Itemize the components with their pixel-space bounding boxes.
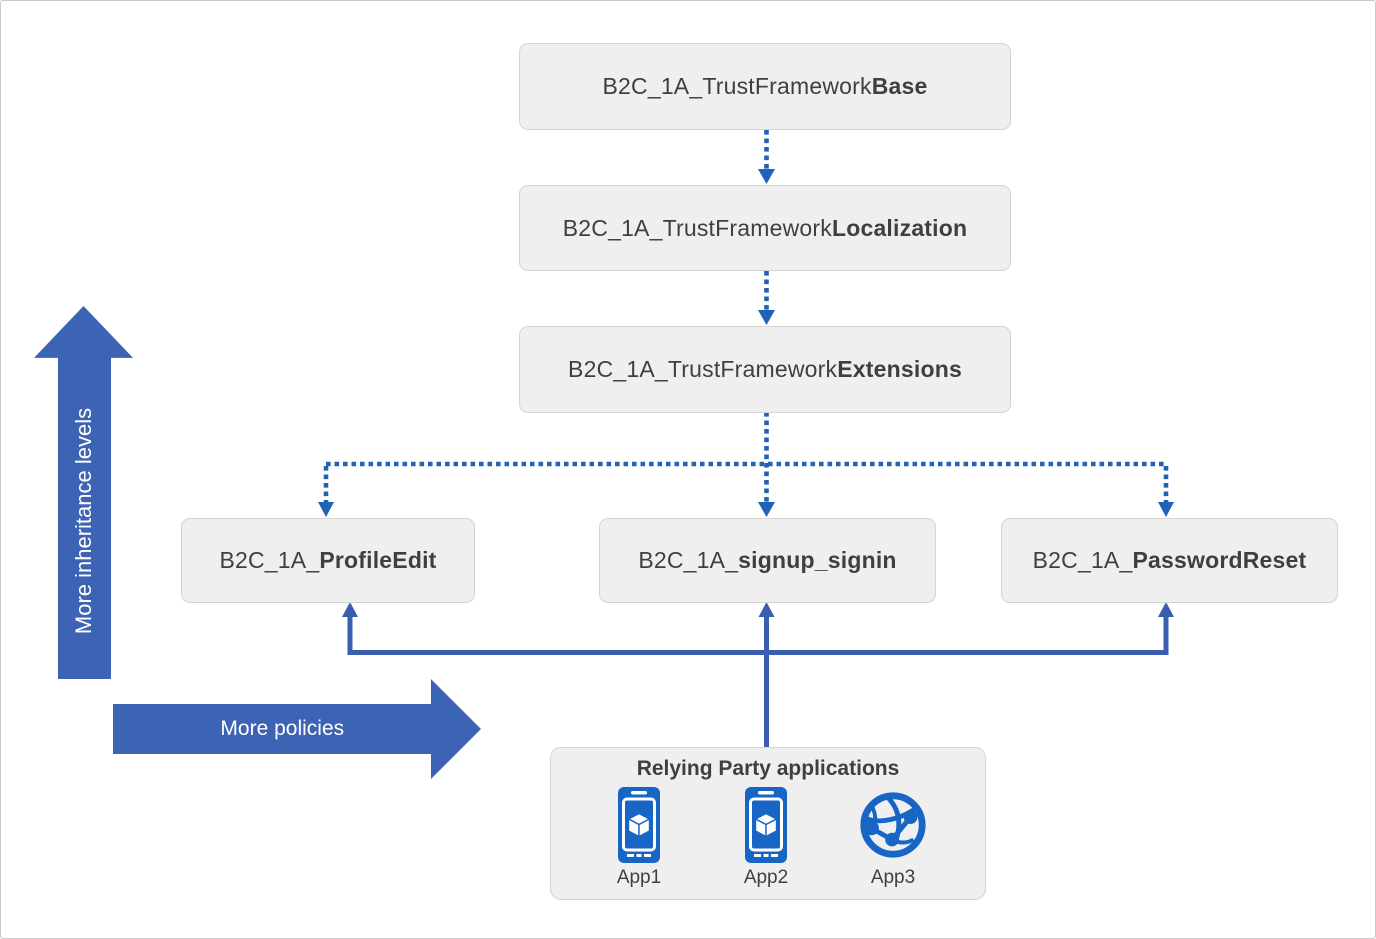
solid-arrowhead-profileedit — [342, 602, 358, 617]
policy-name-prefix: B2C_1A_TrustFramework — [562, 214, 832, 241]
mobile-app-icon — [743, 785, 789, 865]
policy-box-passwordreset: B2C_1A_PasswordReset — [1001, 518, 1338, 603]
dotted-arrowhead-localization — [758, 169, 775, 184]
dotted-arrowhead-passwordreset — [1158, 502, 1174, 517]
policy-name-suffix: Base — [871, 73, 928, 99]
policy-box-profileedit: B2C_1A_ProfileEdit — [181, 518, 475, 603]
relying-party-box: Relying Party applications — [550, 747, 986, 900]
app-item: App2 — [722, 785, 810, 889]
app-label: App3 — [870, 867, 916, 888]
web-app-globe-icon — [857, 785, 929, 865]
dotted-arrowhead-signup — [758, 502, 775, 517]
dotted-arrowhead-profileedit — [318, 502, 334, 517]
more-policies-label: More policies — [220, 717, 345, 740]
more-inheritance-levels-arrow: More inheritance levels — [34, 306, 133, 679]
policy-name-prefix: B2C_1A_ — [219, 547, 320, 573]
policy-name-suffix: ProfileEdit — [319, 547, 437, 573]
relying-party-title: Relying Party applications — [636, 757, 900, 780]
app-label: App1 — [616, 867, 662, 888]
policy-name-suffix: Extensions — [837, 356, 962, 382]
policy-name-prefix: B2C_1A_ — [1032, 547, 1133, 573]
relying-party-apps-row: App1 App2 — [551, 781, 985, 889]
solid-arrowhead-passwordreset — [1158, 602, 1174, 617]
solid-arrowhead-signup — [758, 602, 775, 617]
app-item: App3 — [849, 785, 937, 889]
policy-name-suffix: Localization — [831, 214, 968, 241]
mobile-app-icon — [616, 785, 662, 865]
policy-name-prefix: B2C_1A_TrustFramework — [568, 356, 838, 382]
app-item: App1 — [595, 785, 683, 889]
dotted-arrowhead-extensions — [758, 310, 775, 325]
policy-name-suffix: signup_signin — [738, 547, 897, 573]
policy-name-suffix: PasswordReset — [1132, 547, 1307, 573]
policy-name-prefix: B2C_1A_TrustFramework — [602, 73, 872, 99]
policy-name-prefix: B2C_1A_ — [638, 547, 739, 573]
more-policies-arrow: More policies — [113, 679, 481, 779]
more-inheritance-levels-label: More inheritance levels — [71, 407, 97, 635]
app-label: App2 — [743, 867, 789, 888]
policy-box-signup-signin: B2C_1A_signup_signin — [599, 518, 936, 603]
